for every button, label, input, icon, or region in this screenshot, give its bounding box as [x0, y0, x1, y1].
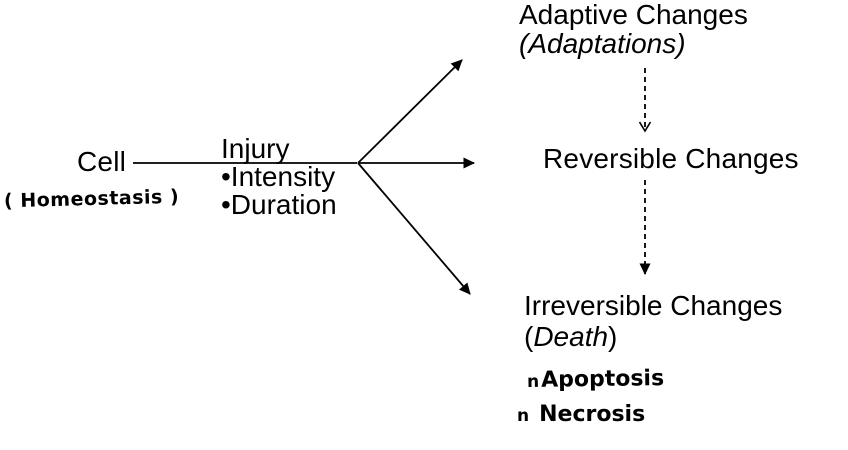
branch-arrow-irreversible: [357, 162, 471, 295]
injury-block: Injury •Intensity •Duration: [221, 135, 337, 219]
necrosis-note: n Necrosis: [517, 402, 645, 427]
injury-bullet-intensity: •Intensity: [221, 161, 336, 192]
adaptive-changes-subtitle: (Adaptations): [519, 28, 686, 59]
handwritten-bullet: n: [526, 371, 540, 392]
apoptosis-note-label: Apoptosis: [540, 366, 665, 393]
irreversible-changes-subtitle: (Death): [524, 321, 782, 352]
reversible-changes-title: Reversible Changes: [543, 143, 799, 174]
handwritten-bullet: n: [517, 406, 530, 426]
apoptosis-note: nApoptosis: [527, 366, 664, 393]
cell-label: Cell: [77, 146, 127, 177]
injury-bullet-duration: •Duration: [221, 189, 337, 220]
homeostasis-annotation: ( Homeostasis ): [3, 185, 180, 213]
irreversible-changes-block: Irreversible Changes (Death): [524, 290, 782, 352]
death-word: Death: [533, 321, 609, 352]
adaptive-changes-title: Adaptive Changes: [519, 0, 748, 30]
death-paren-open: (: [524, 321, 534, 352]
branch-arrow-adaptive: [357, 59, 463, 164]
adaptive-changes-block: Adaptive Changes (Adaptations): [519, 0, 748, 58]
irreversible-changes-title: Irreversible Changes: [524, 290, 783, 321]
necrosis-note-label: Necrosis: [539, 402, 646, 427]
injury-label: Injury: [221, 133, 290, 164]
death-paren-close: ): [608, 321, 618, 352]
